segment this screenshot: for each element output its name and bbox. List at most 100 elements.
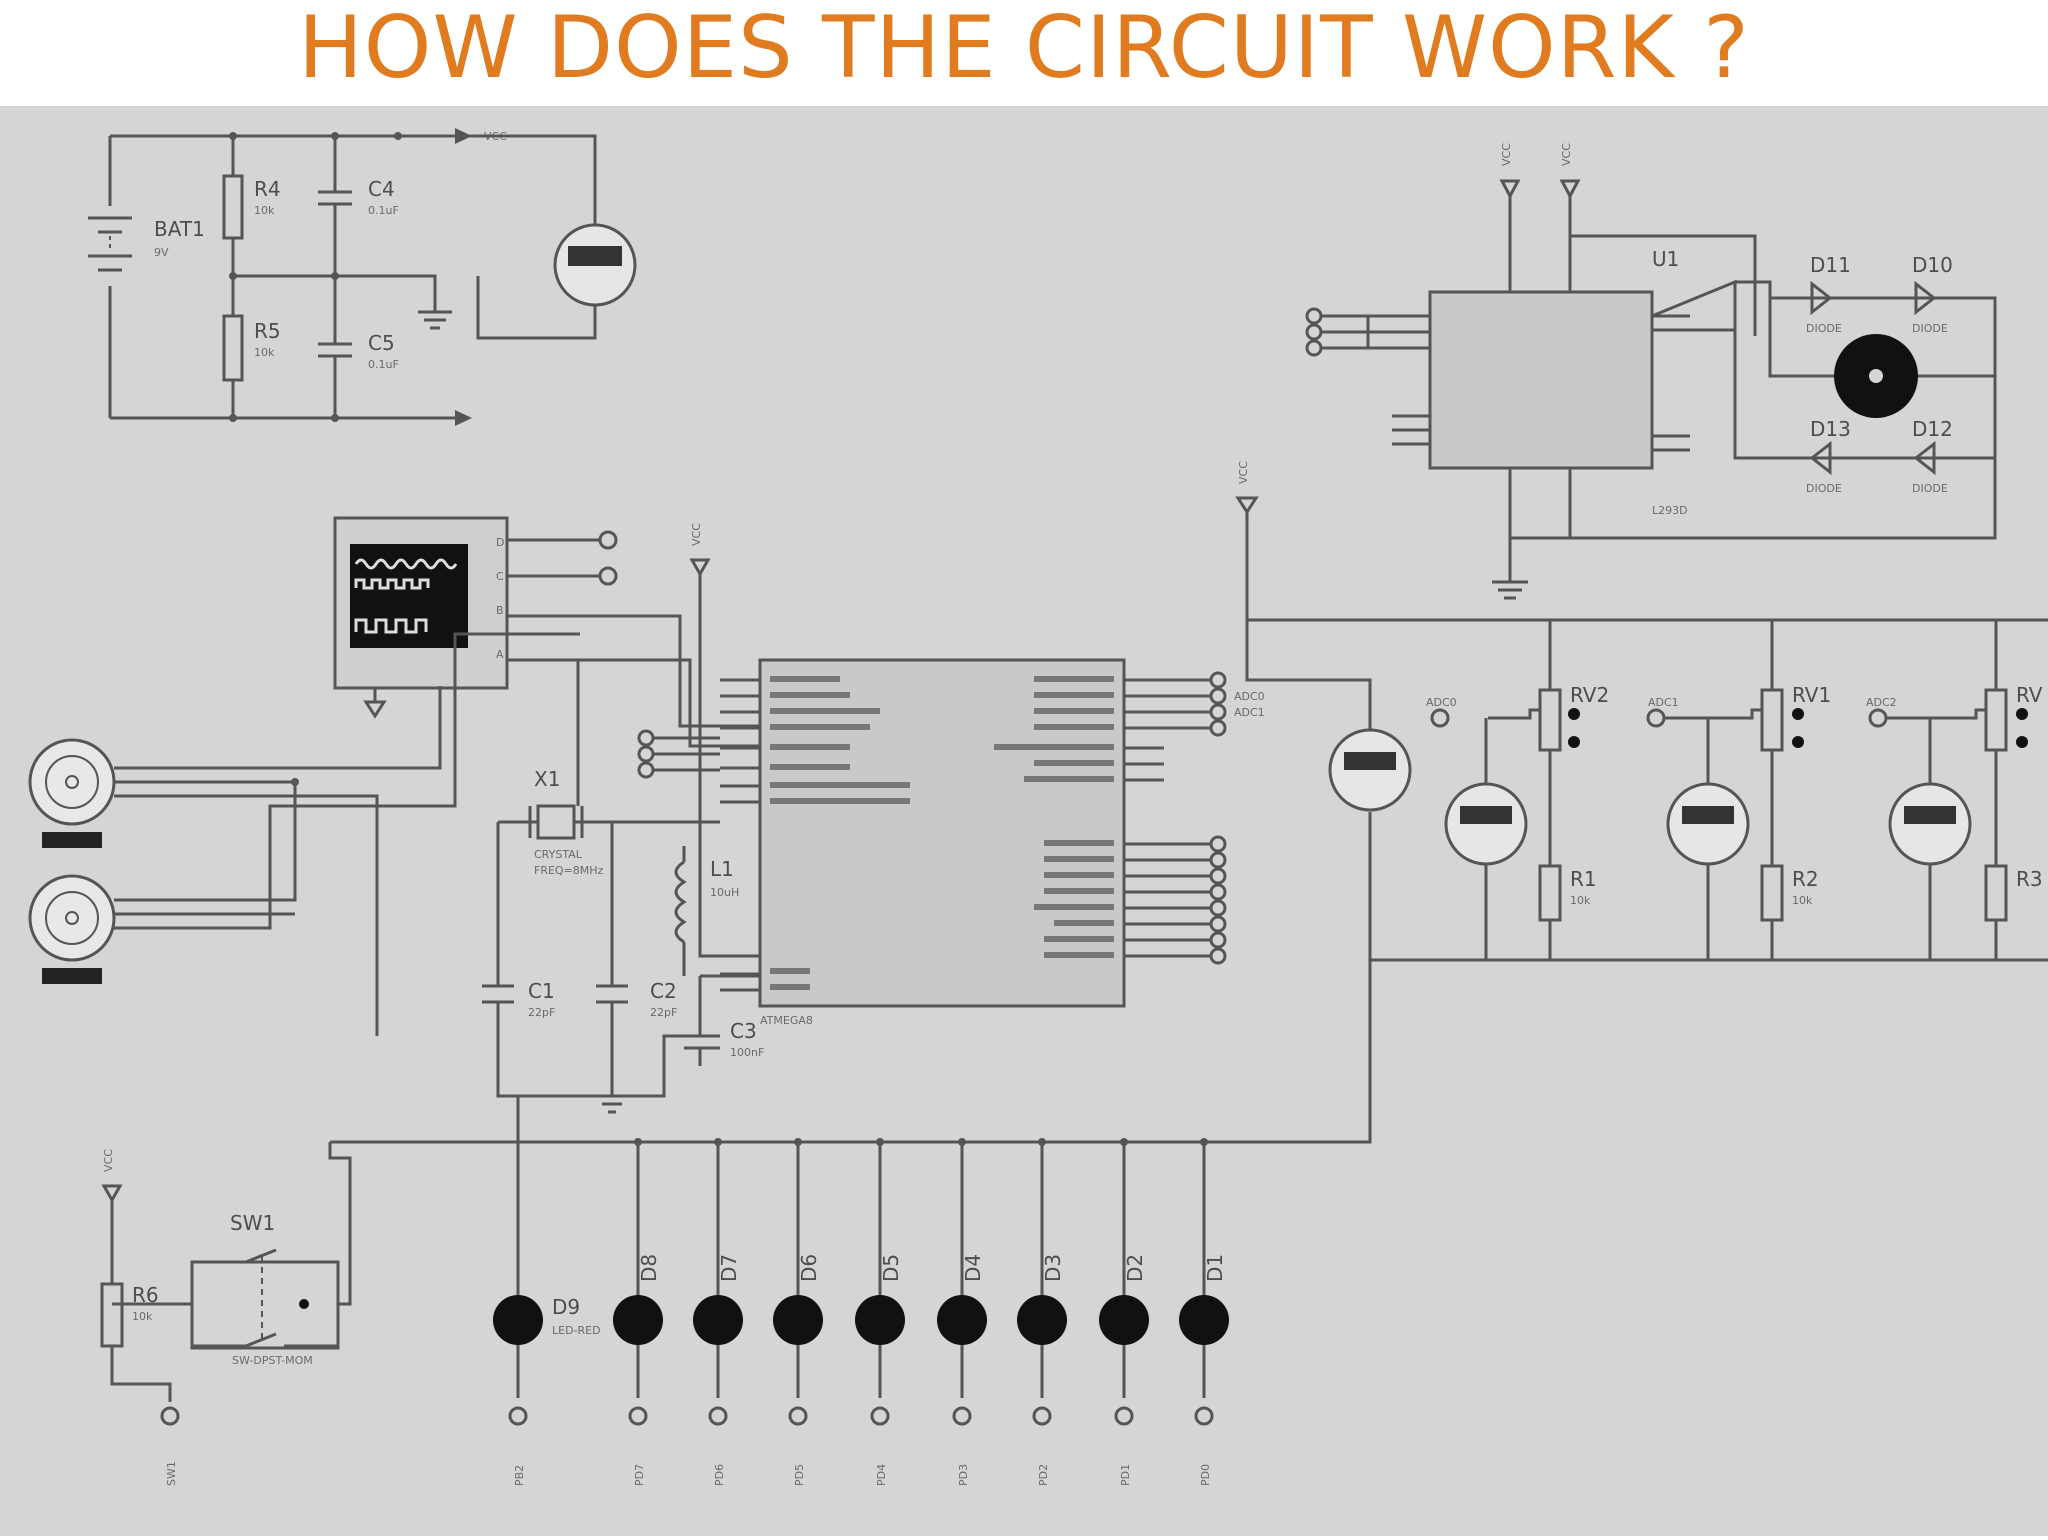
led-label-d8: D8: [637, 1254, 661, 1282]
bat1-value: 9V: [154, 246, 169, 259]
c5-value: 0.1uF: [368, 358, 399, 371]
diode-label-4: DIODE: [1912, 482, 1948, 495]
sw1-part-label: SW-DPST-MOM: [232, 1354, 313, 1367]
reset-switch-section: VCC R6 10k SW1 SW-DPST-MOM: [100, 1142, 352, 1426]
diode-label-1: DIODE: [1806, 322, 1842, 335]
c2-label: C2: [650, 979, 677, 1003]
x1-label: X1: [534, 767, 560, 791]
vcc-label-mcu: VCC: [690, 523, 703, 546]
led-label-d2: D2: [1123, 1254, 1147, 1282]
led-label-d1: D1: [1203, 1254, 1227, 1282]
r3-label: R3: [2016, 867, 2043, 891]
port-label-pd7: PD7: [633, 1464, 646, 1486]
port-label-pd1: PD1: [1119, 1464, 1132, 1486]
port-label-pb2: PB2: [513, 1465, 526, 1486]
rv2-label: RV2: [1570, 683, 1609, 707]
adc0-label-rv2: ADC0: [1426, 696, 1457, 709]
motor-driver-section: VCC VCC U1 L293D D11 D10 D13 D12 DIODE D…: [1305, 143, 1997, 600]
rv2-potentiometer: [1538, 688, 1562, 752]
led-d9: D9 LED-RED: [493, 1142, 601, 1426]
c4-c5-capacitors: [318, 190, 352, 358]
led-label-d5: D5: [879, 1254, 903, 1282]
d13-label: D13: [1810, 417, 1851, 441]
led-label-d6: D6: [797, 1254, 821, 1282]
scope-ch-d: D: [496, 536, 504, 549]
c1-value: 22pF: [528, 1006, 555, 1019]
r3-resistor: [1984, 864, 2008, 922]
c5-label: C5: [368, 331, 395, 355]
vcc-label-sw: VCC: [102, 1149, 115, 1172]
port-label-sw1: SW1: [165, 1461, 178, 1486]
led-d3: D3: [1017, 1138, 1067, 1426]
ground-arrow-icon: [455, 410, 472, 426]
led-d2: D2: [1099, 1138, 1149, 1426]
adc1-port: ADC1: [1234, 706, 1265, 719]
d13-diode: [1809, 440, 1832, 476]
l1-label: L1: [710, 857, 734, 881]
c3-capacitor: [612, 976, 720, 1098]
d9-part-label: LED-RED: [552, 1324, 601, 1337]
adc2-label-rv3: ADC2: [1866, 696, 1897, 709]
led-label-d4: D4: [961, 1254, 985, 1282]
c4-label: C4: [368, 177, 395, 201]
led-label-d7: D7: [717, 1254, 741, 1282]
r2-value: 10k: [1792, 894, 1813, 907]
scope-ch-b: B: [496, 604, 504, 617]
u1-part-label: L293D: [1652, 504, 1688, 517]
d12-label: D12: [1912, 417, 1953, 441]
rv1-potentiometer: [1760, 688, 1784, 752]
rv3-label: RV: [2016, 683, 2043, 707]
c1-c2-capacitors: [482, 984, 628, 1004]
rv1-label: RV1: [1792, 683, 1831, 707]
r4-resistor: [222, 174, 244, 240]
u1-l293d-chip: [1428, 290, 1654, 470]
diode-label-2: DIODE: [1912, 322, 1948, 335]
adc1-label-rv1: ADC1: [1648, 696, 1679, 709]
r1-resistor: [1538, 864, 1562, 922]
adc0-port: ADC0: [1234, 690, 1265, 703]
led-d8: D8: [613, 1138, 663, 1426]
sw1-switch: [190, 1260, 340, 1350]
vcc-label-pots: VCC: [1237, 461, 1250, 484]
power-supply-section: VCC BAT1 9V R4 10k R5 10k C4 0.1uF C5 0.…: [88, 128, 637, 426]
led-display-section: D9 LED-RED D8 D7 D6 D5 D4 D3 D2 D1 SW1 PB2 PD7 PD6…: [165, 960, 1372, 1486]
u1-label: U1: [1652, 247, 1679, 271]
x1-crystal: [536, 804, 576, 840]
port-label-pd4: PD4: [875, 1464, 888, 1486]
r1-label: R1: [1570, 867, 1597, 891]
sensor-inputs-section: VCC ADC0 RV2 R1 10k ADC1 RV1 R2 10k ADC2: [1235, 461, 2048, 962]
r2-label: R2: [1792, 867, 1819, 891]
led-label-d3: D3: [1041, 1254, 1065, 1282]
r2-resistor: [1760, 864, 1784, 922]
led-row: D8 D7 D6 D5 D4 D3 D2 D1: [613, 1138, 1229, 1426]
circuit-schematic: VCC BAT1 9V R4 10k R5 10k C4 0.1uF C5 0.…: [0, 106, 2048, 1536]
r6-resistor: [100, 1282, 124, 1348]
d11-diode: [1810, 280, 1833, 316]
c4-value: 0.1uF: [368, 204, 399, 217]
crystal-value: FREQ=8MHz: [534, 864, 604, 877]
r6-value: 10k: [132, 1310, 153, 1323]
port-label-pd5: PD5: [793, 1464, 806, 1486]
c2-value: 22pF: [650, 1006, 677, 1019]
scope-ch-c: C: [496, 570, 504, 583]
r4-label: R4: [254, 177, 281, 201]
rv3-potentiometer: [1984, 688, 2008, 752]
vcc-label-u1b: VCC: [1560, 143, 1573, 166]
ground-symbol-u1: [1492, 580, 1528, 600]
r5-value: 10k: [254, 346, 275, 359]
diode-label-3: DIODE: [1806, 482, 1842, 495]
c3-label: C3: [730, 1019, 757, 1043]
led-d5: D5: [855, 1138, 905, 1426]
bat1-label: BAT1: [154, 217, 205, 241]
oscilloscope-section: D C B A: [28, 516, 760, 1036]
l1-value: 10uH: [710, 886, 739, 899]
port-label-pd0: PD0: [1199, 1464, 1212, 1486]
slide-title: HOW DOES THE CIRCUIT WORK ?: [298, 0, 1750, 98]
led-d1: D1: [1179, 1138, 1229, 1426]
port-label-pd6: PD6: [713, 1464, 726, 1486]
led-d7: D7: [693, 1138, 743, 1426]
r1-value: 10k: [1570, 894, 1591, 907]
d10-diode: [1914, 280, 1937, 316]
scope-ch-a: A: [496, 648, 504, 661]
